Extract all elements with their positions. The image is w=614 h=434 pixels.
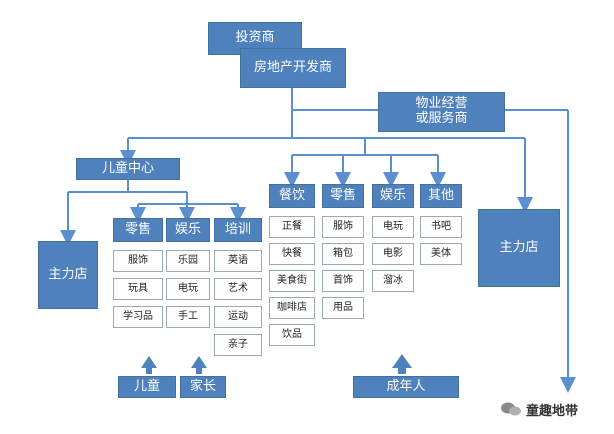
up-arrow-icon [392, 354, 412, 374]
category-item: 学习品 [113, 306, 163, 328]
category-header: 零售 [322, 184, 364, 208]
category-item: 服饰 [113, 250, 163, 272]
watermark-text: 童趣地带 [526, 403, 579, 419]
children-center-box: 儿童中心 [76, 158, 180, 180]
audience-adults: 成年人 [353, 376, 459, 398]
category-item: 英语 [214, 250, 262, 272]
up-arrow-icon [141, 356, 157, 374]
audience-parents: 家长 [180, 376, 226, 398]
property-operator-box: 物业经营 或服务商 [378, 92, 505, 132]
category-item: 玩具 [113, 278, 163, 300]
category-item: 电玩 [372, 216, 414, 238]
category-header: 其他 [420, 184, 462, 208]
category-item: 美食街 [269, 270, 315, 292]
developer-box: 房地产开发商 [240, 48, 346, 88]
category-header: 零售 [113, 218, 163, 242]
category-item: 书吧 [420, 216, 462, 238]
category-header: 餐饮 [269, 184, 315, 208]
category-item: 快餐 [269, 243, 315, 265]
category-item: 手工 [166, 306, 210, 328]
category-item: 艺术 [214, 278, 262, 300]
category-item: 服饰 [322, 216, 364, 238]
category-item: 美体 [420, 243, 462, 265]
category-item: 运动 [214, 306, 262, 328]
left-anchor-store-box: 主力店 [38, 241, 98, 309]
category-item: 用品 [322, 297, 364, 319]
category-item: 溜冰 [372, 270, 414, 292]
category-item: 电玩 [166, 278, 210, 300]
category-item: 正餐 [269, 216, 315, 238]
watermark: 童趣地带 [500, 396, 610, 422]
category-item: 箱包 [322, 243, 364, 265]
category-item: 首饰 [322, 270, 364, 292]
category-header: 娱乐 [166, 218, 210, 242]
category-item: 饮品 [269, 324, 315, 346]
category-item: 亲子 [214, 334, 262, 356]
category-item: 电影 [372, 243, 414, 265]
category-header: 培训 [214, 218, 262, 242]
right-anchor-store-box: 主力店 [478, 209, 560, 287]
audience-children: 儿童 [118, 376, 176, 398]
category-item: 乐园 [166, 250, 210, 272]
category-header: 娱乐 [372, 184, 414, 208]
wechat-icon [501, 402, 521, 416]
up-arrow-icon [191, 356, 207, 374]
category-item: 咖啡店 [269, 297, 315, 319]
